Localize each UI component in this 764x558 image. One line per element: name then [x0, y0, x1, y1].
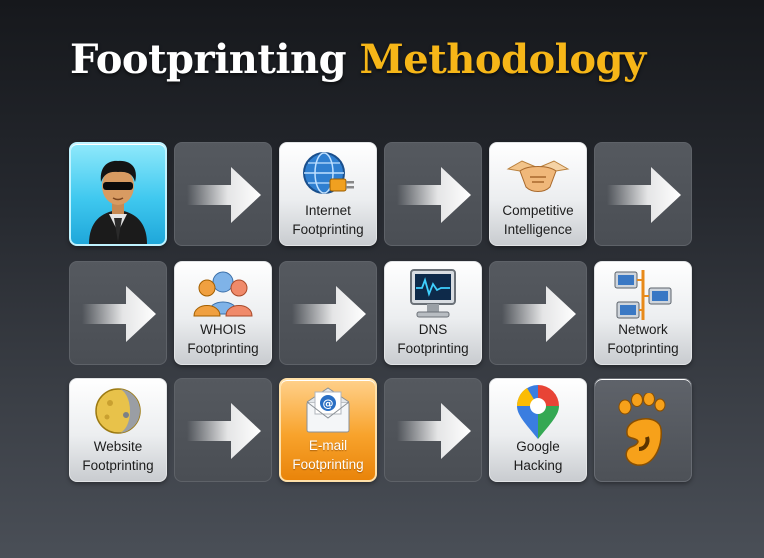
- step-label-line2: Intelligence: [503, 222, 573, 237]
- step-attacker: [69, 142, 167, 246]
- step-label-line1: DNS: [418, 322, 448, 337]
- step-label-line1: Internet: [305, 203, 351, 218]
- step-label: Google Hacking: [490, 437, 586, 475]
- step-label-line2: Footprinting: [397, 341, 469, 356]
- step-dns-footprinting: DNS Footprinting: [384, 261, 482, 365]
- step-label-line2: Footprinting: [292, 222, 364, 237]
- step-label: Network Footprinting: [595, 320, 691, 358]
- step-label-line1: WHOIS: [200, 322, 246, 337]
- flow-arrow: [384, 142, 482, 246]
- arrow-right-icon: [607, 167, 681, 223]
- step-label: WHOIS Footprinting: [175, 320, 271, 358]
- flow-arrow: [69, 261, 167, 365]
- flow-arrow: [279, 261, 377, 365]
- arrow-right-icon: [187, 167, 261, 223]
- step-whois-footprinting: WHOIS Footprinting: [174, 261, 272, 365]
- svg-text:@: @: [323, 397, 334, 410]
- arrow-right-icon: [82, 286, 156, 342]
- step-competitive-intelligence: Competitive Intelligence: [489, 142, 587, 246]
- arrow-right-icon: [397, 403, 471, 459]
- step-label-line1: E-mail: [308, 438, 348, 453]
- email-envelope-icon: @: [306, 387, 350, 433]
- step-label-line2: Footprinting: [187, 341, 259, 356]
- title-word-methodology: Methodology: [359, 36, 647, 83]
- arrow-right-icon: [187, 403, 261, 459]
- flow-arrow: [174, 142, 272, 246]
- step-label-line1: Website: [93, 439, 143, 454]
- flow-arrow: [489, 261, 587, 365]
- step-label-line2: Footprinting: [607, 341, 679, 356]
- arrow-right-icon: [292, 286, 366, 342]
- methodology-grid: Internet Footprinting Competitive Intell…: [69, 142, 695, 488]
- step-label-line1: Network: [618, 322, 668, 337]
- users-group-icon: [193, 271, 253, 317]
- step-internet-footprinting: Internet Footprinting: [279, 142, 377, 246]
- step-label-line2: Footprinting: [292, 457, 364, 472]
- step-website-footprinting: Website Footprinting: [69, 378, 167, 482]
- step-network-footprinting: Network Footprinting: [594, 261, 692, 365]
- arrow-right-icon: [397, 167, 471, 223]
- dns-monitor-icon: [410, 269, 456, 318]
- page-title: Footprinting Methodology: [70, 40, 646, 80]
- flow-arrow: [594, 142, 692, 246]
- flow-arrow: [174, 378, 272, 482]
- step-footprint-result: [594, 378, 692, 482]
- arrow-right-icon: [502, 286, 576, 342]
- step-label: E-mail Footprinting: [281, 436, 375, 474]
- step-google-hacking: Google Hacking: [489, 378, 587, 482]
- step-label-line2: Hacking: [513, 458, 563, 473]
- internet-plug-icon: [303, 152, 354, 194]
- step-label-line1: Google: [516, 439, 560, 454]
- step-label-line2: Footprinting: [82, 458, 154, 473]
- moon-globe-icon: [95, 388, 141, 434]
- step-label-line1: Competitive: [502, 203, 574, 218]
- step-label: Internet Footprinting: [280, 201, 376, 239]
- handshake-icon: [506, 160, 570, 192]
- title-word-footprinting: Footprinting: [70, 36, 347, 83]
- flow-arrow: [384, 378, 482, 482]
- hacker-avatar-icon: [89, 160, 147, 244]
- step-label: DNS Footprinting: [385, 320, 481, 358]
- step-email-footprinting: @ E-mail Footprinting: [279, 378, 377, 482]
- network-computers-icon: [614, 270, 672, 320]
- google-maps-pin-icon: [516, 385, 559, 439]
- gnome-foot-icon: [618, 393, 666, 466]
- step-label: Website Footprinting: [70, 437, 166, 475]
- step-label: Competitive Intelligence: [490, 201, 586, 239]
